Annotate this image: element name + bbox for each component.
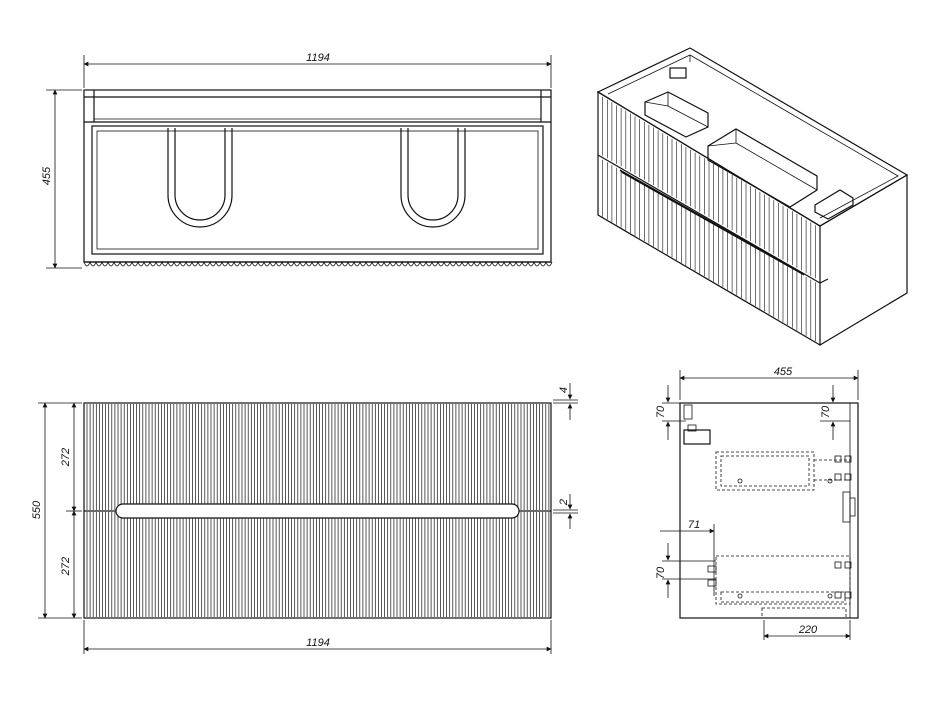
top-width-label: 1194 [306,52,330,64]
side-offset-label: 71 [688,519,700,531]
drawer-box [91,125,544,255]
fluted-edge [83,260,553,267]
bottom-width-label: 220 [798,624,818,636]
mid-gap-label: 2 [558,499,570,506]
upper-drawer-label: 272 [60,448,72,467]
front-view: 550 272 272 4 2 1194 [31,383,578,654]
front-width-label: 1194 [306,637,330,649]
top-offset-right-label: 70 [820,405,832,418]
side-outline [679,402,859,619]
front-flutes [86,404,550,617]
side-view: 455 70 70 71 [655,366,859,640]
handle-slot [115,503,520,519]
top-view: 1194 455 [41,52,553,269]
top-gap-label: 4 [558,387,570,393]
top-outline [83,89,552,263]
side-depth-label: 455 [774,366,793,378]
iso-flutes [602,96,816,342]
isometric-view [596,47,909,347]
basin-cutout-right [400,128,466,228]
lower-drawer-label: 272 [60,557,72,576]
lower-offset-label: 70 [655,566,667,579]
front-height-label: 550 [31,500,43,519]
top-depth-label: 455 [41,166,53,185]
top-offset-left-label: 70 [655,405,667,418]
basin-cutout-left [167,128,233,228]
